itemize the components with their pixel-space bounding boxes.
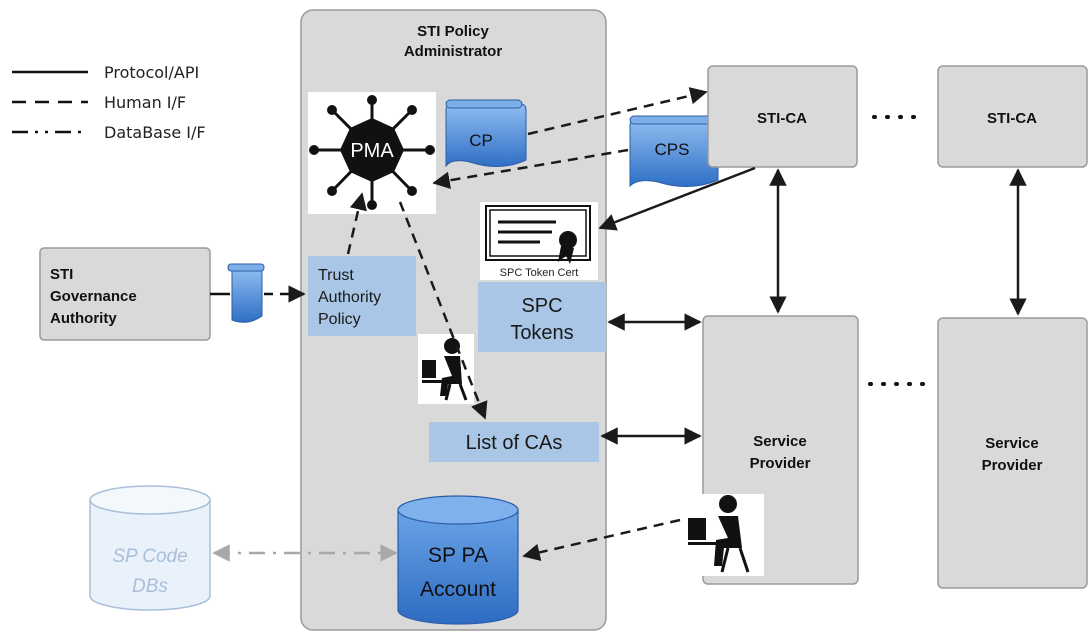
pma-to-list-cas-arrow [398, 201, 488, 420]
service-provider-1-line-2: Provider [750, 455, 811, 472]
service-provider-2-line-1: Service [985, 435, 1038, 452]
spc-tokens-line-2: Tokens [510, 322, 573, 344]
certificate-icon: SPC Token Cert [480, 202, 598, 280]
cp-label: CP [469, 131, 493, 150]
cps-label: CPS [655, 140, 690, 159]
cp-scroll-icon: CP [445, 99, 527, 168]
cp-to-sti-ca-arrow [527, 87, 708, 136]
policy-document-icon [227, 263, 265, 323]
sti-ca-to-cert-arrow [598, 166, 756, 231]
trust-to-pma-arrow [346, 192, 367, 255]
legend-database-label: DataBase I/F [104, 123, 206, 142]
sp-code-dbs-database: SP Code DBs [89, 485, 211, 611]
service-provider-box-2 [937, 317, 1088, 589]
pma-label: PMA [350, 140, 394, 162]
list-of-cas-box [429, 422, 599, 462]
sp-pa-account-database: SP PA Account [397, 495, 519, 625]
sp-person-icon [684, 494, 764, 576]
sp-to-pa-account-arrow [522, 518, 681, 561]
sp-code-dbs-line-2: DBs [132, 576, 168, 597]
legend-human-label: Human I/F [104, 93, 186, 112]
service-provider-1-line-1: Service [753, 433, 806, 450]
governance-line-3: Authority [50, 310, 117, 327]
trust-policy-line-1: Trust [318, 267, 354, 284]
sti-ca-label-2: STI-CA [987, 110, 1037, 127]
sp-pa-account-line-1: SP PA [428, 544, 488, 567]
service-provider-2-line-2: Provider [982, 457, 1043, 474]
trust-policy-line-2: Authority [318, 289, 381, 306]
sti-ca-label-1: STI-CA [757, 110, 807, 127]
list-of-cas-label: List of CAs [466, 432, 563, 454]
trust-authority-policy-box [308, 256, 416, 336]
certificate-label: SPC Token Cert [500, 267, 579, 279]
trust-policy-line-3: Policy [318, 311, 361, 328]
spc-tokens-line-1: SPC [521, 295, 562, 317]
sp-code-dbs-line-1: SP Code [112, 546, 187, 567]
legend-protocol-label: Protocol/API [104, 63, 199, 82]
legend: Protocol/API Human I/F DataBase I/F [12, 63, 206, 142]
spc-tokens-box [478, 282, 606, 352]
policy-administrator-title-1: STI Policy [417, 23, 489, 40]
sp-pa-account-line-2: Account [420, 578, 496, 601]
pma-icon: PMA [308, 92, 436, 214]
sti-ca-box-2 [937, 65, 1088, 168]
cps-scroll-icon: CPS [629, 115, 721, 188]
policy-administrator-title-2: Administrator [404, 43, 503, 60]
governance-line-2: Governance [50, 288, 137, 305]
sti-ca-box-1 [707, 65, 858, 168]
governance-line-1: STI [50, 266, 73, 283]
